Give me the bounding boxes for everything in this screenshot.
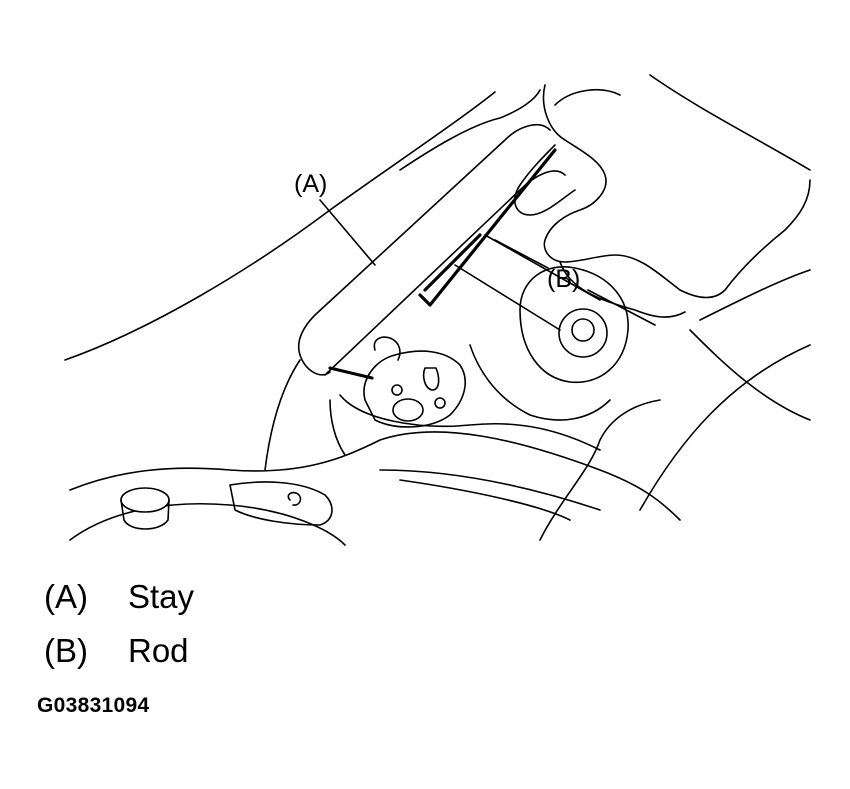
hand-finger-2 xyxy=(559,261,686,318)
cross-member-plate xyxy=(229,481,333,526)
bracket-hole-small-1 xyxy=(391,384,403,396)
inner-contour-2 xyxy=(469,344,611,421)
callout-b-leader-2 xyxy=(494,239,549,269)
cross-member-right xyxy=(539,399,661,541)
bracket-slot xyxy=(422,367,440,391)
callout-b-label: (B) xyxy=(547,265,581,293)
stay-bar-end xyxy=(299,354,331,376)
bracket-stud xyxy=(373,336,401,361)
rod-eye xyxy=(519,266,629,384)
mount-boss-side xyxy=(120,499,170,530)
inner-contour-1 xyxy=(339,394,601,451)
callout-a-leader xyxy=(319,199,376,266)
stay-edge-highlight-2 xyxy=(423,233,482,292)
body-contour-upper xyxy=(399,89,541,171)
bracket-hole-small-2 xyxy=(434,397,446,409)
legend-key: (B) xyxy=(44,632,88,669)
hand-knuckle xyxy=(554,89,621,106)
legend-label: Rod xyxy=(128,632,189,669)
mount-boss-top xyxy=(120,487,170,513)
mechanical-illustration xyxy=(64,74,811,546)
hand-outline xyxy=(542,84,811,299)
bracket-hole-large xyxy=(392,398,424,422)
body-contour-right-top xyxy=(649,74,811,171)
bracket xyxy=(363,350,466,428)
body-contour-right-lower xyxy=(639,344,811,511)
inner-contour-4 xyxy=(329,399,346,456)
body-contour-far-right xyxy=(689,329,811,421)
cross-member-top xyxy=(69,431,681,521)
stay-bar xyxy=(297,124,566,376)
cross-member-hole xyxy=(287,491,302,506)
callout-b-leader xyxy=(587,289,656,326)
legend-row-b: (B) Rod xyxy=(44,634,189,667)
body-contour-right xyxy=(699,269,811,321)
cross-member-ridge xyxy=(379,469,601,521)
callout-a-label: (A) xyxy=(294,170,328,198)
rod-body xyxy=(454,234,601,331)
hand-finger-1 xyxy=(514,144,576,216)
rod-bolt-inner xyxy=(571,318,595,342)
legend-label: Stay xyxy=(128,578,195,615)
legend-row-a: (A) Stay xyxy=(44,580,194,613)
inner-contour-3 xyxy=(264,359,301,471)
stay-edge-highlight xyxy=(328,148,557,380)
body-contour-left xyxy=(64,91,496,361)
cross-member-bottom xyxy=(69,502,346,546)
rod-bolt-outer xyxy=(558,308,608,358)
legend-key: (A) xyxy=(44,578,88,615)
figure-code: G03831094 xyxy=(37,694,150,717)
